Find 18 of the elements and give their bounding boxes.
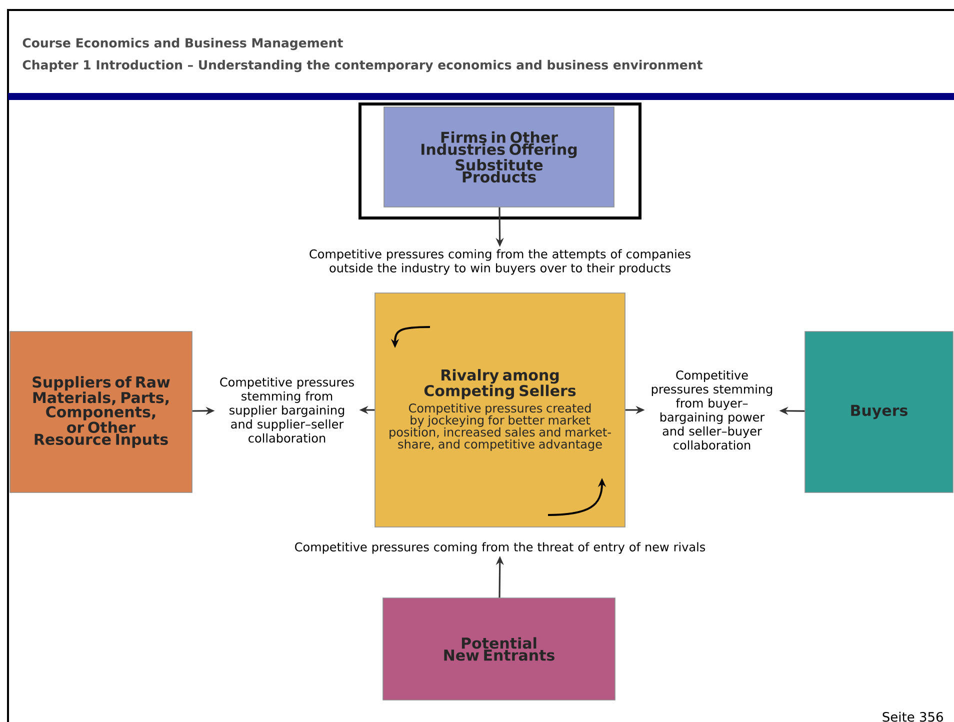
pressure-text: Competitive pressures coming from the threat of entry of new rivals: [295, 542, 706, 554]
force-box: [10, 331, 192, 493]
page-title: Course Economics and Business Management: [22, 38, 343, 50]
box-heading: Buyers: [851, 404, 908, 420]
box-heading: Firms in Other Industries Offering Substitute Products: [422, 131, 577, 183]
box-body: Competitive pressures created by jockeying for better market position, increased sales and market-share, and competitive advantage: [390, 403, 611, 451]
chapter-title: Chapter 1 Introduction – Understanding the contemporary economics and business environment: [22, 60, 702, 72]
force-box: [384, 106, 614, 208]
pressure-text: Competitive pressures coming from the attempts of companies outside the industry to win buyers over to their products: [310, 249, 690, 275]
force-box: [382, 598, 616, 700]
pressure-text: Competitive pressures stemming from buyer–bargaining power and seller–buyer collaboration: [652, 370, 772, 450]
pressure-text: Competitive pressures stemming from supplier bargaining and supplier–seller collaboration: [220, 377, 354, 443]
rivalry-box: [374, 292, 626, 528]
box-heading: Potential New Entrants: [444, 637, 554, 661]
box-heading: Rivalry among Competing Sellers: [424, 369, 576, 400]
box-heading: Suppliers of Raw Materials, Parts, Components, or Other Resource Inputs: [32, 376, 170, 448]
page-number: Seite 356: [882, 712, 943, 722]
force-box: [804, 331, 954, 493]
